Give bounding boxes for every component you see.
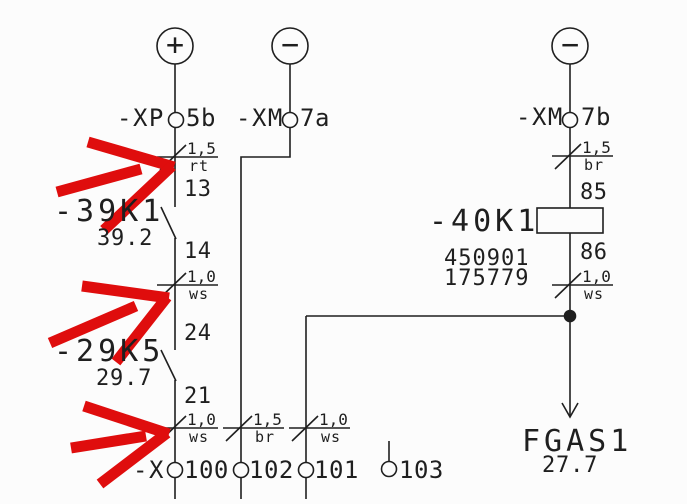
terminal-100-label: 100 [184, 456, 229, 484]
relay-coil-40k1 [536, 207, 604, 234]
terminal-xp-pin: 5b [186, 104, 216, 132]
m1-gauge: 1,5 [187, 139, 216, 158]
wire-gauge-markers [157, 143, 613, 442]
plus-supply-column [156, 27, 194, 499]
device-tag-39k1: -39K1 [54, 194, 165, 229]
annotation-arrow-2 [47, 280, 172, 366]
annotation-arrow-3 [70, 400, 171, 489]
m7-gauge: 1,0 [582, 267, 611, 286]
m7-color: ws [584, 285, 605, 303]
device-tag-29k5: -29K5 [54, 334, 165, 369]
minus-supply-column-a [232, 27, 309, 499]
k40-pin-85: 85 [580, 180, 608, 205]
terminal-circle-101 [297, 461, 315, 479]
terminal-circle-xp-5b [167, 111, 185, 129]
no-contact-39k1 [160, 206, 177, 240]
m5-color: ws [321, 428, 342, 446]
terminal-circle-xm-7b [561, 111, 579, 129]
m3-color: ws [189, 428, 210, 446]
terminal-circle-100 [166, 461, 184, 479]
m6-color: br [584, 156, 605, 174]
terminal-xm-b-name: -XM [516, 103, 564, 131]
no-contact-29k5 [160, 349, 177, 382]
device-xref-39k1: 39.2 [97, 226, 154, 251]
gauge-marker-m7 [552, 272, 613, 299]
terminal-xm-a-name: -XM [236, 104, 284, 132]
terminal-102-label: 102 [249, 456, 294, 484]
terminal-xm-a-pin: 7a [300, 104, 330, 132]
signal-xref: 27.7 [542, 453, 599, 478]
signal-label: FGAS1 [522, 424, 633, 459]
m4-gauge: 1,5 [253, 410, 282, 429]
m4-color: br [255, 428, 276, 446]
terminal-xp-name: -XP [117, 104, 165, 132]
m2-gauge: 1,0 [187, 267, 216, 286]
terminal-circle-103 [380, 460, 398, 478]
spare-terminal-103 [380, 441, 398, 478]
terminal-circle-102 [232, 461, 250, 479]
m6-gauge: 1,5 [582, 138, 611, 157]
k29-pin-24: 24 [184, 321, 212, 346]
branch-column [297, 316, 315, 499]
k39-pin-13: 13 [184, 177, 212, 202]
m3-gauge: 1,0 [187, 410, 216, 429]
terminal-xm-b-pin: 7b [581, 103, 611, 131]
minus-source-symbol-a: − [280, 27, 300, 63]
minus-source-symbol-b: − [560, 27, 580, 63]
gauge-marker-m6 [552, 143, 613, 170]
m5-gauge: 1,0 [319, 410, 348, 429]
device-xref-29k5: 29.7 [96, 366, 153, 391]
terminal-circle-xm-7a [281, 111, 299, 129]
relay-coil-column [306, 27, 604, 419]
device-part-no-1: 450901 [444, 246, 530, 271]
plus-source-symbol: + [165, 27, 185, 63]
gauge-marker-m4 [223, 415, 284, 442]
m2-color: ws [189, 285, 210, 303]
k39-pin-14: 14 [184, 239, 212, 264]
terminal-strip-name: -X [133, 456, 165, 484]
device-tag-40k1: -40K1 [429, 204, 540, 239]
flow-arrowhead [561, 402, 579, 419]
terminal-101-label: 101 [314, 456, 359, 484]
k40-pin-86: 86 [580, 240, 608, 265]
m1-color: rt [189, 157, 210, 175]
terminal-103-label: 103 [399, 456, 444, 484]
annotation-arrow-1 [55, 136, 176, 235]
gauge-marker-m5 [289, 415, 350, 442]
device-part-no-2: 175779 [444, 266, 530, 291]
k29-pin-21: 21 [184, 384, 212, 409]
